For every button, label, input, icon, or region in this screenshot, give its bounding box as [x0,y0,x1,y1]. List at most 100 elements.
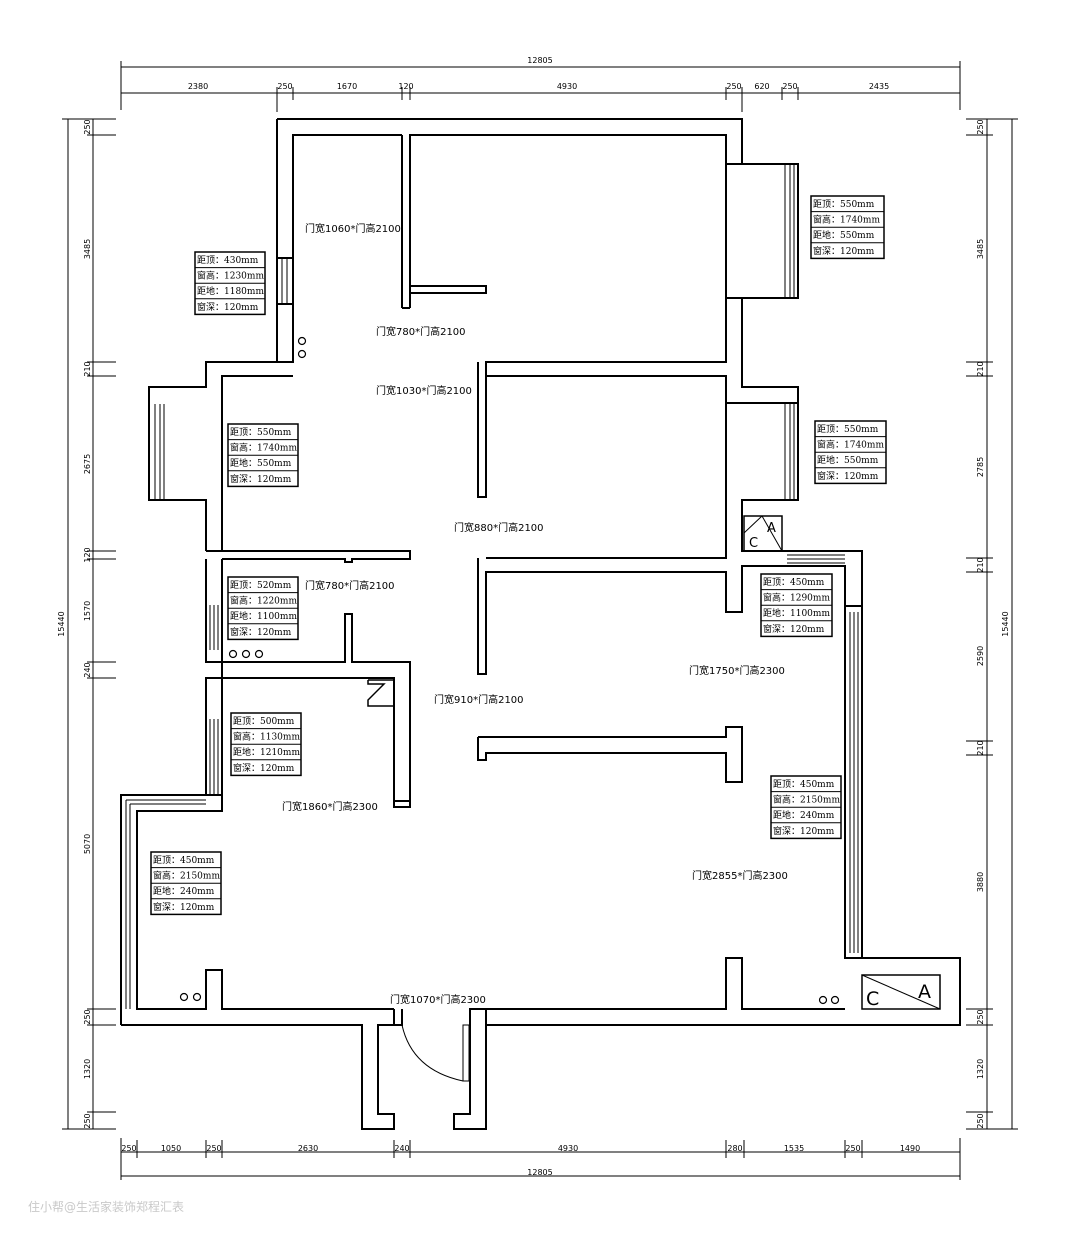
dim-left-6: 1570 [83,601,92,621]
dim-bottom-10: 1490 [900,1144,920,1153]
door-label-5: 门宽780*门高2100 [305,579,395,592]
window-spec-box: 距顶：450mm 窗高：2150mm 距地：240mm 窗深：120mm [150,851,222,916]
door-label-6: 门宽1750*门高2300 [689,664,785,677]
dim-bottom-6: 4930 [558,1144,578,1153]
door-label-8: 门宽1860*门高2300 [282,800,378,813]
dim-bottom-3: 250 [206,1144,221,1153]
door-label-2: 门宽780*门高2100 [376,325,466,338]
shaft-upper-c: C [749,536,758,551]
window-spec-boxes: 距顶：430mm窗高：1230mm距地：1180mm窗深：120mm距顶：550… [150,195,887,916]
shaft-lower-a: A [918,981,931,1003]
dimension-labels: 12805 2380 250 1670 120 4930 250 620 250… [121,56,920,1177]
window-spec-line: 距地：1210mm [233,746,300,758]
window-spec-line: 距顶：500mm [233,716,295,727]
shaft-upper: C A [743,515,783,552]
window-spec-line: 距顶：520mm [230,580,292,591]
window-spec-line: 窗深：120mm [230,626,292,638]
dim-top-8: 250 [782,82,797,91]
dim-top-9: 2435 [869,82,889,91]
window-spec-line: 窗高：1740mm [813,214,880,226]
dim-right-5: 210 [976,557,985,572]
dim-left-3: 210 [83,361,92,376]
window-spec-line: 窗深：120mm [817,470,879,482]
window-spec-line: 距地：1180mm [197,285,264,297]
door-label-9: 门宽2855*门高2300 [692,869,788,882]
window-spec-line: 距顶：450mm [773,779,835,790]
dim-right-6: 2590 [976,646,985,666]
dim-right-4: 2785 [976,457,985,477]
window-spec-line: 窗高：2150mm [153,870,220,882]
dim-bottom-1: 250 [121,1144,136,1153]
dim-top-2: 250 [277,82,292,91]
dim-left-9: 250 [83,1009,92,1024]
window-spec-line: 窗高：1740mm [817,439,884,451]
dimension-lines [62,61,1018,1180]
dim-right-8: 3880 [976,872,985,892]
window-spec-line: 距顶：550mm [230,427,292,438]
dimension-labels-vertical: 15440 250 3485 210 2675 120 1570 240 507… [57,119,1010,1128]
window-spec-line: 距地：240mm [773,809,835,821]
dim-left-4: 2675 [83,454,92,474]
window-spec-line: 窗高：1740mm [230,442,297,454]
dim-bottom-total: 12805 [527,1168,552,1177]
window-spec-line: 距地：240mm [153,885,215,897]
dim-right-9: 250 [976,1009,985,1024]
dim-bottom-7: 280 [727,1144,742,1153]
dim-right-10: 1320 [976,1059,985,1079]
dim-top-3: 1670 [337,82,357,91]
dim-top-1: 2380 [188,82,208,91]
window-spec-line: 距地：550mm [817,454,879,466]
dim-right-3: 210 [976,361,985,376]
door-labels: 门宽1060*门高2100 门宽780*门高2100 门宽1030*门高2100… [282,222,788,1006]
dim-left-1: 250 [83,119,92,134]
window-spec-line: 距顶：450mm [153,855,215,866]
dim-left-8: 5070 [83,834,92,854]
dim-right-7: 210 [976,740,985,755]
window-spec-line: 距顶：450mm [763,577,825,588]
window-spec-line: 窗深：120mm [153,901,215,913]
window-spec-line: 窗高：1220mm [230,595,297,607]
window-spec-line: 窗深：120mm [763,623,825,635]
window-spec-line: 窗高：1130mm [233,731,300,743]
walls [120,118,961,1130]
door-label-1: 门宽1060*门高2100 [305,222,401,235]
window-spec-line: 距顶：430mm [197,255,259,266]
stair-box [367,679,395,707]
dim-left-total: 15440 [57,611,66,636]
dim-left-7: 240 [83,662,92,677]
dim-top-4: 120 [398,82,413,91]
window-spec-line: 窗深：120mm [230,473,292,485]
window-spec-line: 距地：1100mm [763,607,830,619]
pipe-circles [179,336,840,1005]
door-label-7: 门宽910*门高2100 [434,693,524,706]
dim-top-total: 12805 [527,56,552,65]
windows-glazing [125,164,859,1009]
window-spec-line: 窗深：120mm [197,301,259,313]
dim-bottom-4: 2630 [298,1144,318,1153]
window-spec-line: 窗深：120mm [773,825,835,837]
window-spec-line: 距地：550mm [813,229,875,241]
door-label-4: 门宽880*门高2100 [454,521,544,534]
window-spec-line: 距顶：550mm [813,199,875,210]
dim-top-7: 620 [754,82,769,91]
shaft-lower-c: C [866,988,879,1010]
shaft-upper-a: A [767,521,776,536]
window-spec-line: 距地：550mm [230,457,292,469]
door-label-3: 门宽1030*门高2100 [376,384,472,397]
dim-left-11: 250 [83,1113,92,1128]
window-spec-line: 距地：1100mm [230,610,297,622]
door-label-10: 门宽1070*门高2300 [390,993,486,1006]
window-spec-line: 距顶：550mm [817,424,879,435]
window-spec-box: 距顶：550mm 窗高：1740mm 距地：550mm 窗深：120mm [227,423,299,488]
dim-bottom-5: 240 [394,1144,409,1153]
watermark: 住小帮@生活家装饰郑程汇表 [28,1200,185,1214]
dim-bottom-9: 250 [845,1144,860,1153]
dim-left-2: 3485 [83,239,92,259]
dim-bottom-8: 1535 [784,1144,804,1153]
window-spec-box: 距顶：520mm 窗高：1220mm 距地：1100mm 窗深：120mm [227,576,299,641]
dim-left-10: 1320 [83,1059,92,1079]
